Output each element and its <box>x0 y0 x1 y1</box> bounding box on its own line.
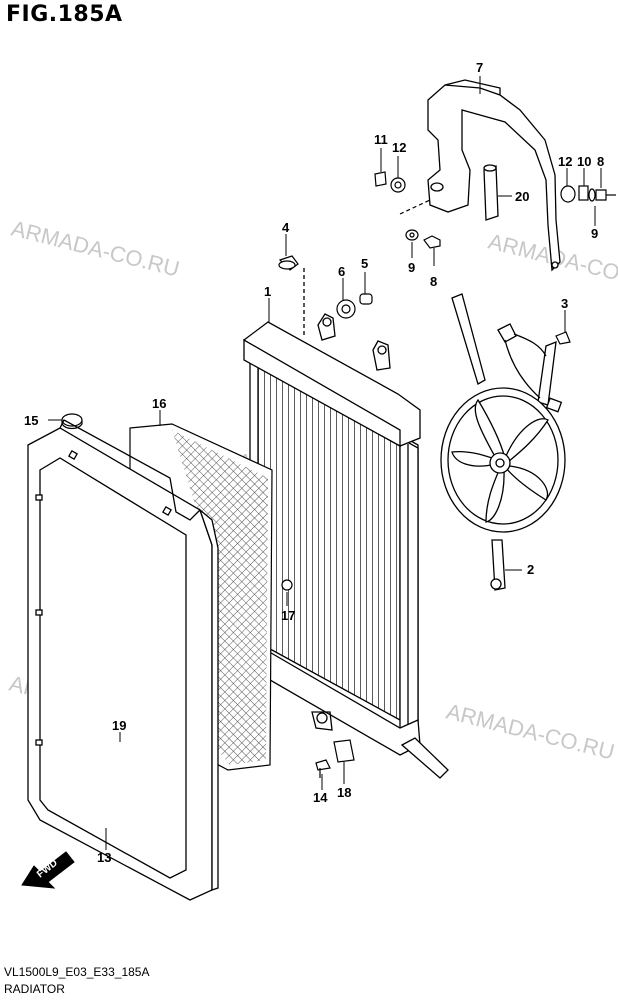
callout-16: 16 <box>152 396 166 411</box>
callout-9-right: 9 <box>591 226 598 241</box>
callout-19: 19 <box>112 718 126 733</box>
watermark-1: ARMADA-CO.RU <box>9 216 182 282</box>
rubber-hose <box>483 164 499 221</box>
callout-1: 1 <box>264 284 271 299</box>
callout-12-left: 12 <box>392 140 406 155</box>
figure-title: FIG.185A <box>6 2 123 27</box>
watermark-5: ARMADA-CO.RU <box>444 699 617 765</box>
leader-lines <box>48 76 602 850</box>
callout-6: 6 <box>338 264 345 279</box>
callout-17: 17 <box>281 608 295 623</box>
callout-8-right: 8 <box>597 154 604 169</box>
fan-cover-plate <box>427 79 561 272</box>
callout-4: 4 <box>282 220 290 235</box>
callout-14: 14 <box>313 790 328 805</box>
callout-12-right: 12 <box>558 154 572 169</box>
cooling-fan <box>440 293 566 591</box>
callout-7: 7 <box>476 60 483 75</box>
callout-3: 3 <box>561 296 568 311</box>
hardware <box>61 171 616 778</box>
callout-8-left: 8 <box>430 274 437 289</box>
fwd-arrow: FWD <box>21 851 75 889</box>
callout-5: 5 <box>361 256 368 271</box>
callouts: 7 11 12 12 10 8 9 20 4 6 5 9 8 1 3 2 17 … <box>24 60 604 865</box>
callout-10: 10 <box>577 154 591 169</box>
callout-9-left: 9 <box>408 260 415 275</box>
radiator-frame <box>27 419 219 901</box>
figure-code: VL1500L9_E03_E33_185A <box>4 965 150 979</box>
radiator-core <box>243 268 449 779</box>
callout-2: 2 <box>527 562 534 577</box>
figure-name: RADIATOR <box>4 982 65 996</box>
callout-15: 15 <box>24 413 38 428</box>
callout-18: 18 <box>337 785 351 800</box>
callout-13: 13 <box>97 850 111 865</box>
callout-20: 20 <box>515 189 529 204</box>
callout-11: 11 <box>374 132 388 147</box>
